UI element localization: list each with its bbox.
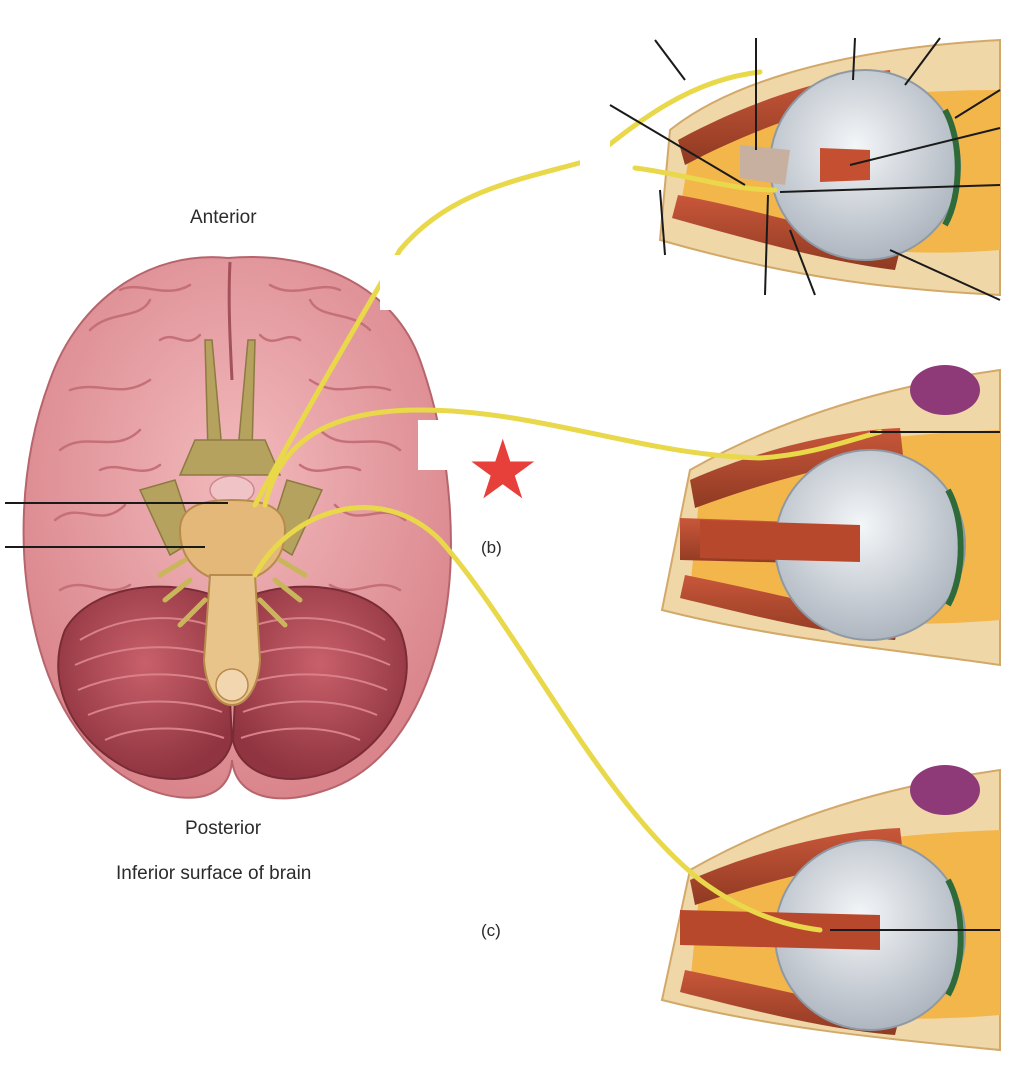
cornea-bottom — [945, 878, 964, 997]
gyri — [53, 283, 407, 592]
panel-b-label: (b) — [481, 538, 502, 557]
leader-line-top-3 — [852, 37, 856, 81]
panel-c-label: (c) — [481, 921, 501, 940]
anterior-label: Anterior — [190, 207, 257, 228]
nerves — [252, 69, 883, 933]
label-mask-upper — [380, 255, 430, 310]
cornea-middle — [945, 488, 964, 607]
nerve-to-bottom-orbit — [252, 505, 823, 933]
cranial-nerve-stubs — [157, 557, 308, 628]
nerve-to-top-orbit — [252, 69, 763, 508]
leader-line-top-11 — [789, 229, 816, 296]
longitudinal-fissure — [227, 261, 234, 381]
muscle-superior-middle — [690, 428, 903, 508]
orbit-panel-top — [658, 38, 1001, 297]
lateral-rectus-middle — [700, 520, 860, 562]
medulla — [202, 574, 262, 707]
leader-line-top-5 — [954, 89, 1001, 119]
cornea-top — [942, 108, 961, 227]
caption-label: Inferior surface of brain — [116, 863, 312, 884]
brain-inferior-view — [22, 256, 452, 800]
nerve-to-middle-orbit — [262, 407, 883, 508]
leader-lines — [5, 37, 1001, 931]
leader-line-top-6 — [849, 127, 1001, 166]
orbit-panel-bottom — [660, 765, 1001, 1052]
leader-line-top-9 — [659, 189, 666, 256]
nerve-branch-top — [632, 165, 778, 193]
spinal-cord-section — [215, 668, 249, 702]
label-mask-top-right — [580, 40, 610, 250]
leader-line-top-10 — [764, 194, 769, 296]
optic-nerve-top — [740, 145, 790, 185]
star-icon: ★ — [466, 423, 540, 518]
optic-chiasm — [178, 439, 282, 476]
sinus-middle — [910, 365, 980, 415]
leader-line-top-7 — [779, 184, 1001, 193]
posterior-label: Posterior — [185, 818, 262, 839]
pons — [178, 498, 287, 584]
lateral-rectus-top — [820, 148, 870, 182]
medial-rectus-bottom — [680, 910, 880, 950]
label-mask-middle — [418, 420, 468, 470]
cerebellum-left — [57, 585, 234, 780]
sinus-bottom — [910, 765, 980, 815]
orbit-panel-middle — [660, 365, 1001, 667]
leader-line-top-1 — [654, 39, 686, 81]
leader-line-top-8 — [609, 104, 746, 186]
leader-line-top-4 — [904, 37, 941, 86]
leader-line-top-12 — [889, 249, 1001, 301]
